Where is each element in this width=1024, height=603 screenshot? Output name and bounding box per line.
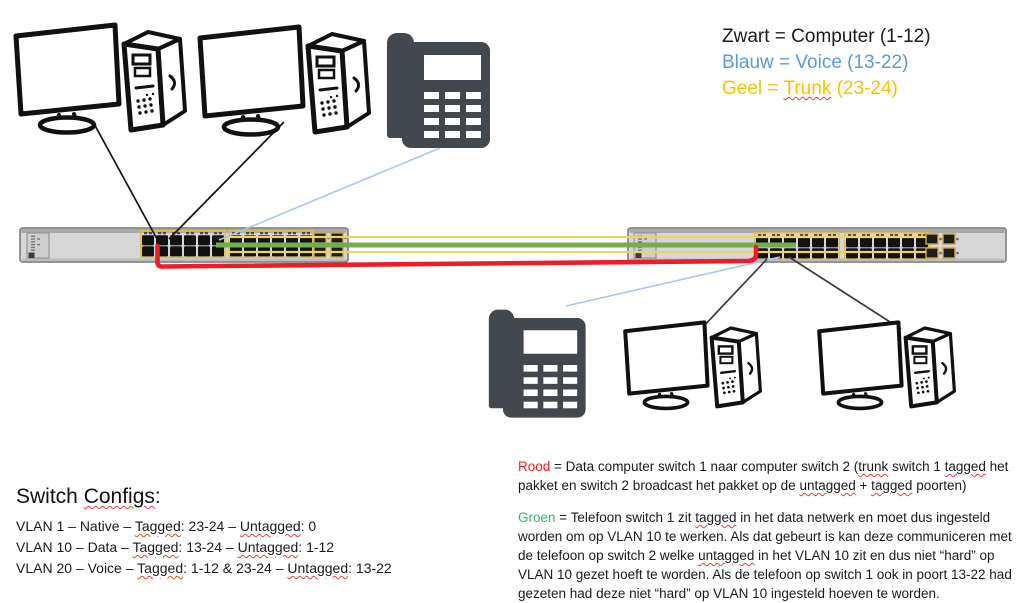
vlan10-config-row: VLAN 10 – Data – Tagged: 13-24 – Untagge… bbox=[16, 537, 392, 558]
text-segment: VLAN 20 – Voice – bbox=[16, 560, 138, 576]
text-segment: Tagged bbox=[132, 539, 179, 555]
text-segment: : 1-12 & 23-24 – bbox=[183, 560, 288, 576]
text-segment: Configs bbox=[83, 485, 155, 508]
text-segment: tagged bbox=[944, 459, 986, 474]
text-segment: Tagged bbox=[137, 560, 184, 576]
text-segment: Switch bbox=[16, 485, 84, 508]
computer-2-icon bbox=[200, 27, 369, 135]
text-segment: (23-24) bbox=[831, 78, 898, 99]
note-rood-term: Rood bbox=[518, 459, 551, 474]
blue-phone2-link bbox=[565, 256, 781, 307]
legend-zwart: Zwart = Computer (1-12) bbox=[722, 26, 931, 47]
text-segment: + bbox=[855, 478, 872, 493]
text-segment: untagged bbox=[698, 548, 755, 563]
text-segment: VLAN 10 – Data – bbox=[16, 539, 133, 555]
text-segment: tagged bbox=[695, 510, 737, 525]
text-segment: trunk bbox=[858, 459, 889, 474]
text-segment: VLAN 1 – Native – bbox=[16, 518, 135, 534]
switch-configs-heading: Switch Configs: bbox=[16, 485, 392, 509]
computer-1-icon bbox=[16, 25, 185, 133]
text-segment: : bbox=[154, 485, 161, 508]
blue-phone1-link bbox=[218, 147, 441, 241]
text-segment: in het VLAN 10 zit en dus niet “hard” op… bbox=[518, 548, 1012, 601]
black-computer1-link bbox=[91, 119, 158, 240]
text-segment: Untagged bbox=[239, 518, 301, 534]
black-computer4-link bbox=[788, 256, 902, 330]
note-groen-term: Groen bbox=[518, 510, 556, 525]
text-segment: switch 1 bbox=[888, 459, 945, 474]
red-data-path bbox=[155, 243, 759, 269]
switch-configs-block: Switch Configs: VLAN 1 – Native – Tagged… bbox=[16, 485, 392, 579]
text-segment: : 23-24 – bbox=[180, 518, 240, 534]
vlan1-config-row: VLAN 1 – Native – Tagged: 23-24 – Untagg… bbox=[16, 516, 392, 537]
note-groen: Groen = Telefoon switch 1 zit tagged in … bbox=[518, 508, 1023, 603]
text-segment: = Telefoon switch 1 zit bbox=[555, 510, 696, 525]
switch1-led-panel bbox=[26, 232, 50, 259]
legend-blauw: Blauw = Voice (13-22) bbox=[722, 52, 909, 73]
text-segment: : 0 bbox=[300, 518, 317, 534]
text-segment: Geel = bbox=[722, 78, 784, 99]
legend-geel: Geel = Trunk (23-24) bbox=[722, 76, 931, 102]
black-computer2-link bbox=[168, 121, 285, 240]
text-segment: Trunk bbox=[783, 78, 832, 99]
text-segment: Tagged bbox=[134, 518, 181, 534]
text-segment: Untagged bbox=[287, 560, 349, 576]
notes-block: Rood = Data computer switch 1 naar compu… bbox=[518, 457, 1023, 603]
text-segment: untagged bbox=[799, 478, 856, 493]
text-segment: tagged bbox=[871, 478, 913, 493]
text-segment: : 13-22 bbox=[348, 560, 392, 576]
computer-3-icon bbox=[625, 322, 760, 408]
color-legend: Zwart = Computer (1-12) Blauw = Voice (1… bbox=[722, 24, 931, 102]
phone-1-icon bbox=[387, 33, 490, 148]
text-segment: in het data netwerk en moet dus ingestel… bbox=[518, 510, 1012, 563]
vlan20-config-row: VLAN 20 – Voice – Tagged: 1-12 & 23-24 –… bbox=[16, 558, 392, 579]
text-segment: = Data computer switch 1 naar computer s… bbox=[550, 459, 859, 474]
note-rood: Rood = Data computer switch 1 naar compu… bbox=[518, 457, 1023, 495]
text-segment: het pakket en switch 2 broadcast het pak… bbox=[518, 459, 1009, 493]
computer-4-icon bbox=[819, 322, 954, 408]
text-segment: poorten) bbox=[912, 478, 967, 493]
black-computer3-link bbox=[700, 258, 768, 330]
phone-2-icon bbox=[488, 309, 586, 418]
text-segment: : 1-12 bbox=[298, 539, 335, 555]
text-segment: : 13-24 – bbox=[178, 539, 238, 555]
text-segment: Untagged bbox=[237, 539, 299, 555]
